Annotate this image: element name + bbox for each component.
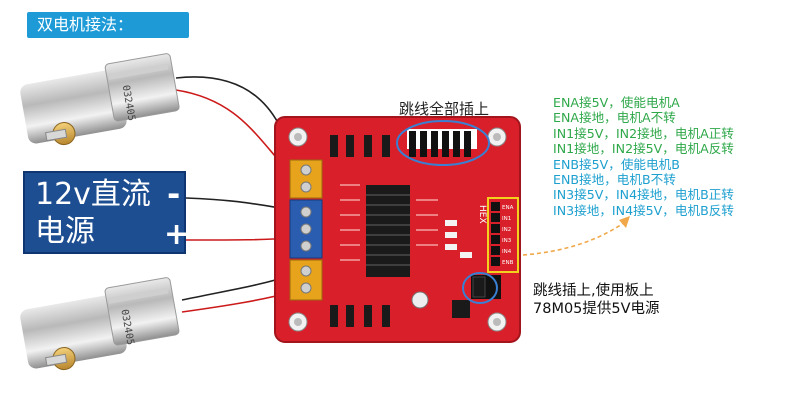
jumper-header xyxy=(407,129,477,157)
regulator-note-line2: 78M05提供5V电源 xyxy=(533,301,660,317)
note-line: IN1接地，IN2接5V，电机A反转 xyxy=(553,141,734,157)
jumper-ring xyxy=(396,120,490,166)
power-supply-box: 12v直流 电源 - + xyxy=(23,171,190,254)
arrow-head xyxy=(619,216,630,228)
pin-in3: IN3 xyxy=(502,238,512,244)
psu-minus: - xyxy=(167,175,181,213)
motor-b: 032405 xyxy=(20,277,180,371)
pin-in2: IN2 xyxy=(502,227,511,233)
pin-in4: IN4 xyxy=(502,249,512,255)
pin-enb: ENB xyxy=(502,260,514,266)
note-line: ENB接地，电机B不转 xyxy=(553,172,676,188)
l298n-board: HEX ENA IN1 IN2 IN3 IN4 ENB xyxy=(274,116,521,343)
note-line: IN1接5V，IN2接地，电机A正转 xyxy=(553,125,734,141)
board-hex-label: HEX xyxy=(477,205,487,224)
pin-in1: IN1 xyxy=(502,216,511,222)
control-notes: ENA接5V，使能电机A ENA接地，电机A不转 IN1接5V，IN2接地，电机… xyxy=(553,95,734,218)
section-title: 双电机接法： xyxy=(27,12,189,38)
note-line: IN3接5V，IN4接地，电机B正转 xyxy=(553,187,734,203)
note-line: ENA接5V，使能电机A xyxy=(553,95,680,110)
arrow-line xyxy=(522,221,626,256)
regulator-note-line1: 跳线插上,使用板上 xyxy=(533,283,654,299)
jumper-label: 跳线全部插上 xyxy=(399,100,490,118)
note-line: ENB接5V，使能电机B xyxy=(553,156,680,172)
input-header: ENA IN1 IN2 IN3 IN4 ENB xyxy=(487,197,519,273)
note-line: ENA接地，电机A不转 xyxy=(553,110,676,126)
psu-line1: 12v直流 xyxy=(35,177,151,212)
psu-line2: 电源 xyxy=(35,214,95,249)
regulator-note: 跳线插上,使用板上 78M05提供5V电源 xyxy=(533,282,660,318)
regulator-ring xyxy=(462,272,498,304)
pin-ena: ENA xyxy=(502,205,514,211)
psu-plus: + xyxy=(164,217,190,252)
note-line: IN3接地，IN4接5V，电机B反转 xyxy=(553,202,734,218)
motor-a: 032405 xyxy=(20,53,180,146)
